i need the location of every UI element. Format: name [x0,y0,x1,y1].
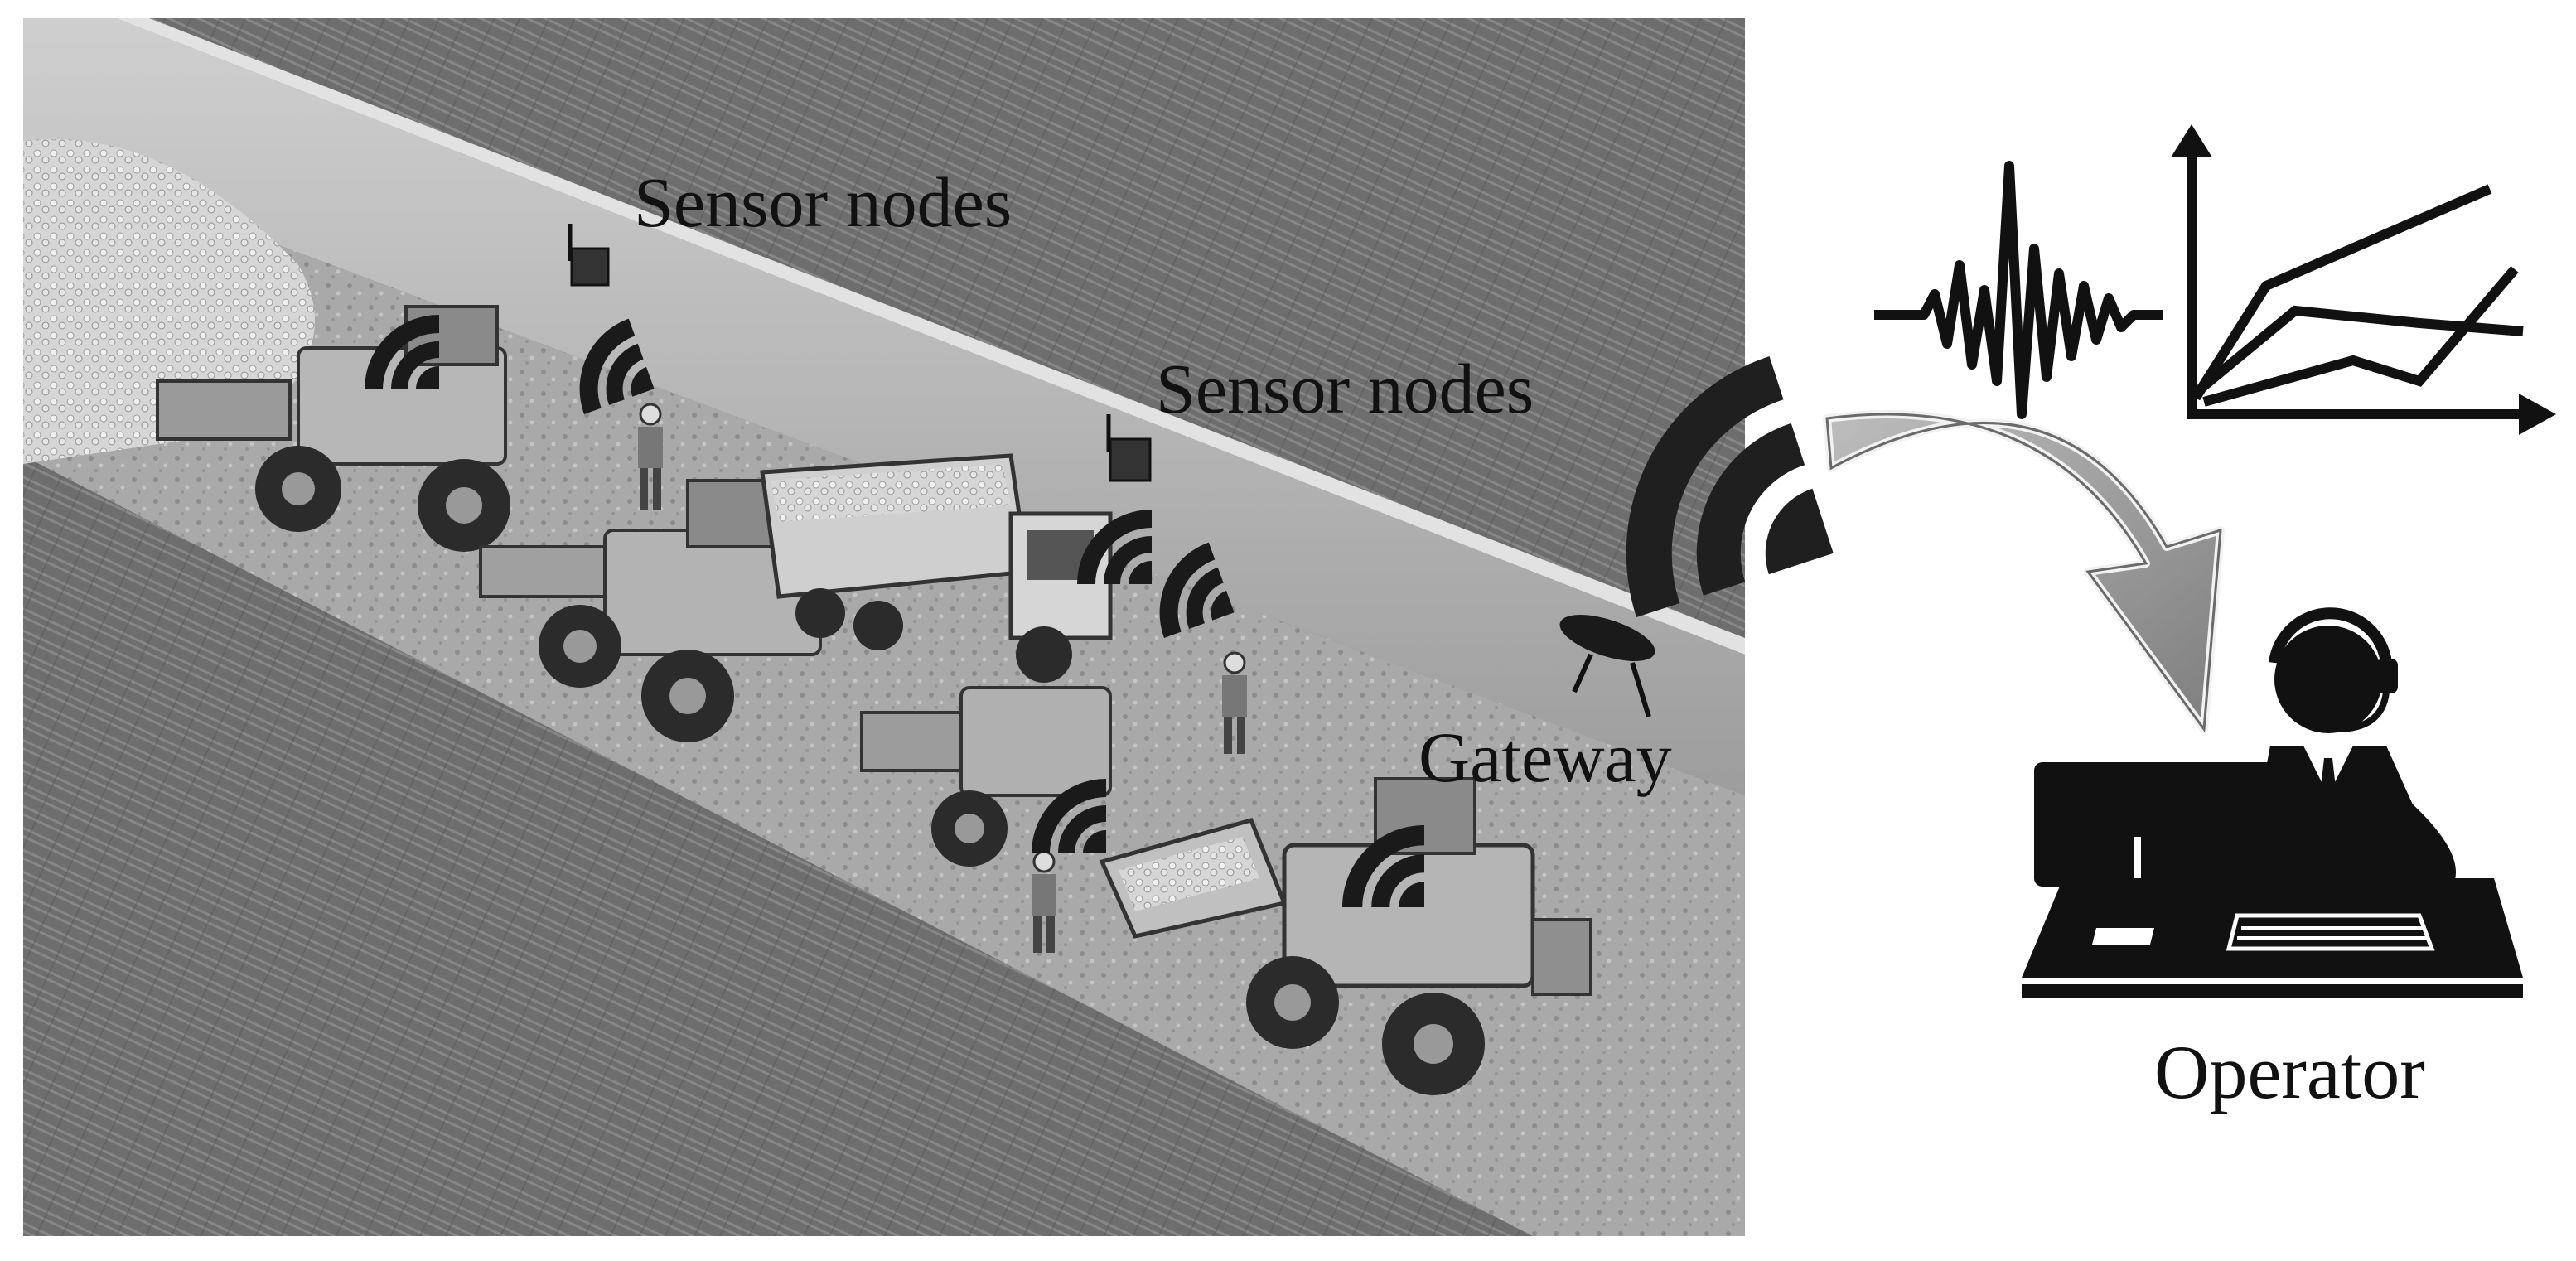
wifi-signal-icon [579,318,655,414]
wheel-loader [860,686,1112,867]
arrow-outline [1825,413,2222,733]
worker [1222,651,1247,754]
sensor-node-icon [568,224,610,287]
waveform-icon [1874,161,2163,419]
transmission-arrow-icon [1823,410,2225,733]
wifi-signal-icon [1626,355,1834,617]
wheel-loader [479,479,822,742]
desk-icon [2022,878,2523,998]
tunnel-scene: Sensor nodes Sensor nodes Gateway [23,18,1745,1236]
wheel-loader [156,305,510,552]
worker [638,403,663,510]
gateway-device-icon [1559,615,1655,717]
wifi-signal-icon [1342,825,1424,907]
wifi-signal-icon [1077,510,1152,584]
operator-headset-icon [2254,607,2456,895]
wifi-signal-icon [1032,779,1106,853]
tunnel-wall [23,18,1745,795]
gateway-label: Gateway [1418,717,1672,797]
wheel-loader [1099,777,1592,1095]
sensor-node-icon [1106,414,1152,482]
sensor-nodes-label: Sensor nodes [634,162,1012,242]
wall-top-edge [116,18,1745,655]
wifi-signal-icon [1159,542,1235,638]
data-chart-icon [2171,124,2556,435]
dump-truck [760,453,1113,683]
operator-label: Operator [2154,1030,2425,1114]
wifi-signal-icon [365,315,439,389]
sensor-nodes-label: Sensor nodes [1156,349,1534,428]
